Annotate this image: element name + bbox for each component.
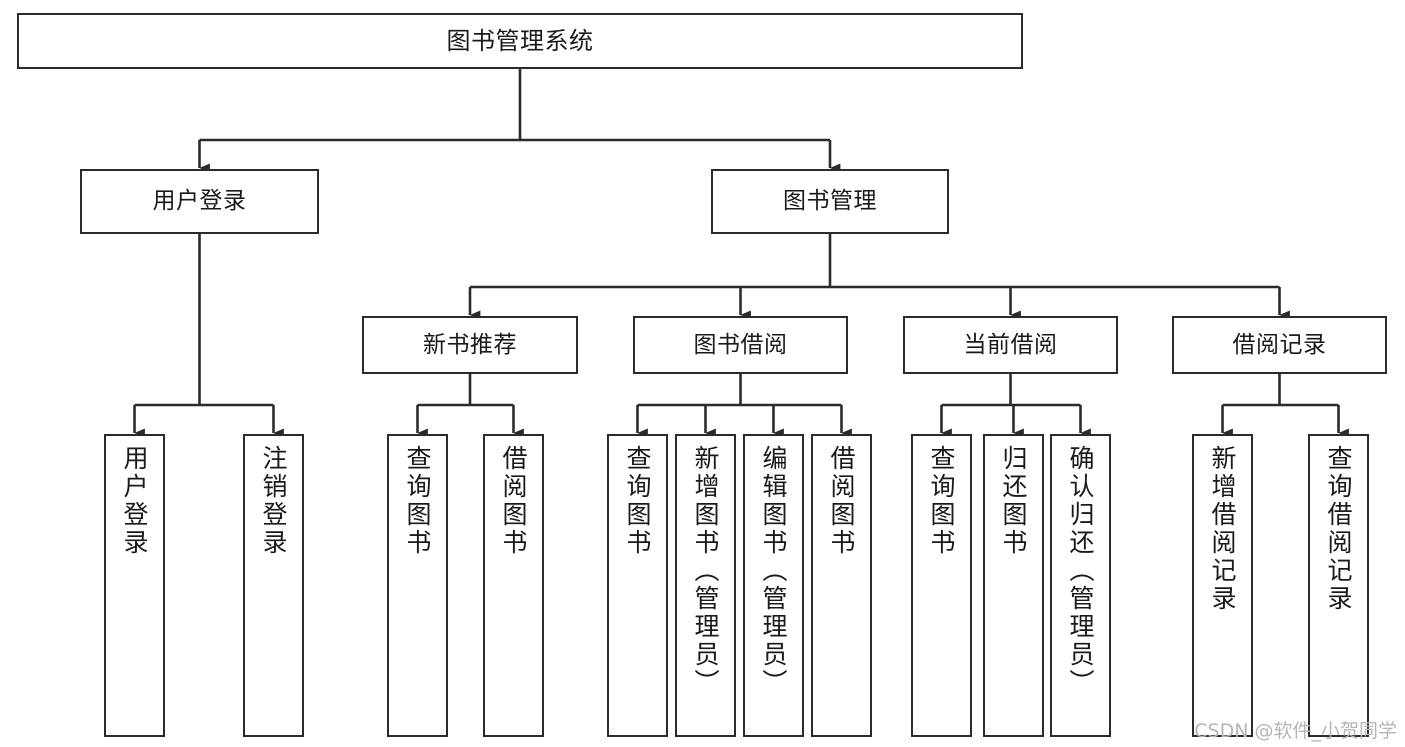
node-label: 用户登录 (120, 445, 149, 557)
node-label: 借阅图书 (827, 445, 856, 557)
node-leaf-cu-query[interactable]: 查询图书 (911, 434, 972, 737)
node-bookmgmt[interactable]: 图书管理 (711, 169, 949, 234)
node-root[interactable]: 图书管理系统 (17, 13, 1023, 69)
node-label: 查询图书 (403, 445, 432, 557)
node-leaf-bo-edit[interactable]: 编辑图书（管理员） (743, 434, 804, 737)
node-borrow[interactable]: 图书借阅 (633, 316, 848, 374)
node-label: 借阅记录 (1232, 331, 1327, 358)
node-label: 新增借阅记录 (1208, 445, 1237, 613)
node-leaf-bo-add[interactable]: 新增图书（管理员） (675, 434, 736, 737)
node-label: 图书借阅 (693, 331, 788, 358)
node-label: 图书管理 (783, 188, 877, 214)
node-label: 新增图书（管理员） (691, 445, 720, 697)
node-label: 注销登录 (259, 445, 288, 557)
node-label: 用户登录 (152, 188, 247, 214)
node-label: 查询图书 (927, 445, 956, 557)
node-label: 新书推荐 (423, 331, 517, 358)
node-records[interactable]: 借阅记录 (1172, 316, 1387, 374)
node-newbook[interactable]: 新书推荐 (362, 316, 578, 374)
watermark-text: CSDN @软件_小贺同学 (1194, 720, 1397, 742)
node-label: 查询图书 (623, 445, 652, 557)
node-label: 归还图书 (999, 445, 1028, 557)
node-label: 查询借阅记录 (1324, 445, 1353, 613)
node-label: 编辑图书（管理员） (759, 445, 788, 697)
node-current[interactable]: 当前借阅 (903, 316, 1118, 374)
node-leaf-bo-borrow[interactable]: 借阅图书 (811, 434, 872, 737)
node-leaf-logout[interactable]: 注销登录 (243, 434, 304, 737)
node-leaf-bo-query[interactable]: 查询图书 (607, 434, 668, 737)
node-leaf-nb-borrow[interactable]: 借阅图书 (483, 434, 544, 737)
node-leaf-nb-query[interactable]: 查询图书 (387, 434, 448, 737)
node-label: 借阅图书 (499, 445, 528, 557)
node-leaf-cu-return[interactable]: 归还图书 (983, 434, 1044, 737)
node-login[interactable]: 用户登录 (80, 169, 319, 234)
node-label: 图书管理系统 (446, 27, 594, 55)
node-leaf-cu-confirm[interactable]: 确认归还（管理员） (1050, 434, 1111, 737)
node-label: 当前借阅 (963, 331, 1058, 358)
node-leaf-re-query[interactable]: 查询借阅记录 (1308, 434, 1369, 737)
node-label: 确认归还（管理员） (1066, 445, 1095, 697)
node-leaf-user-login[interactable]: 用户登录 (104, 434, 165, 737)
node-leaf-re-add[interactable]: 新增借阅记录 (1192, 434, 1253, 737)
